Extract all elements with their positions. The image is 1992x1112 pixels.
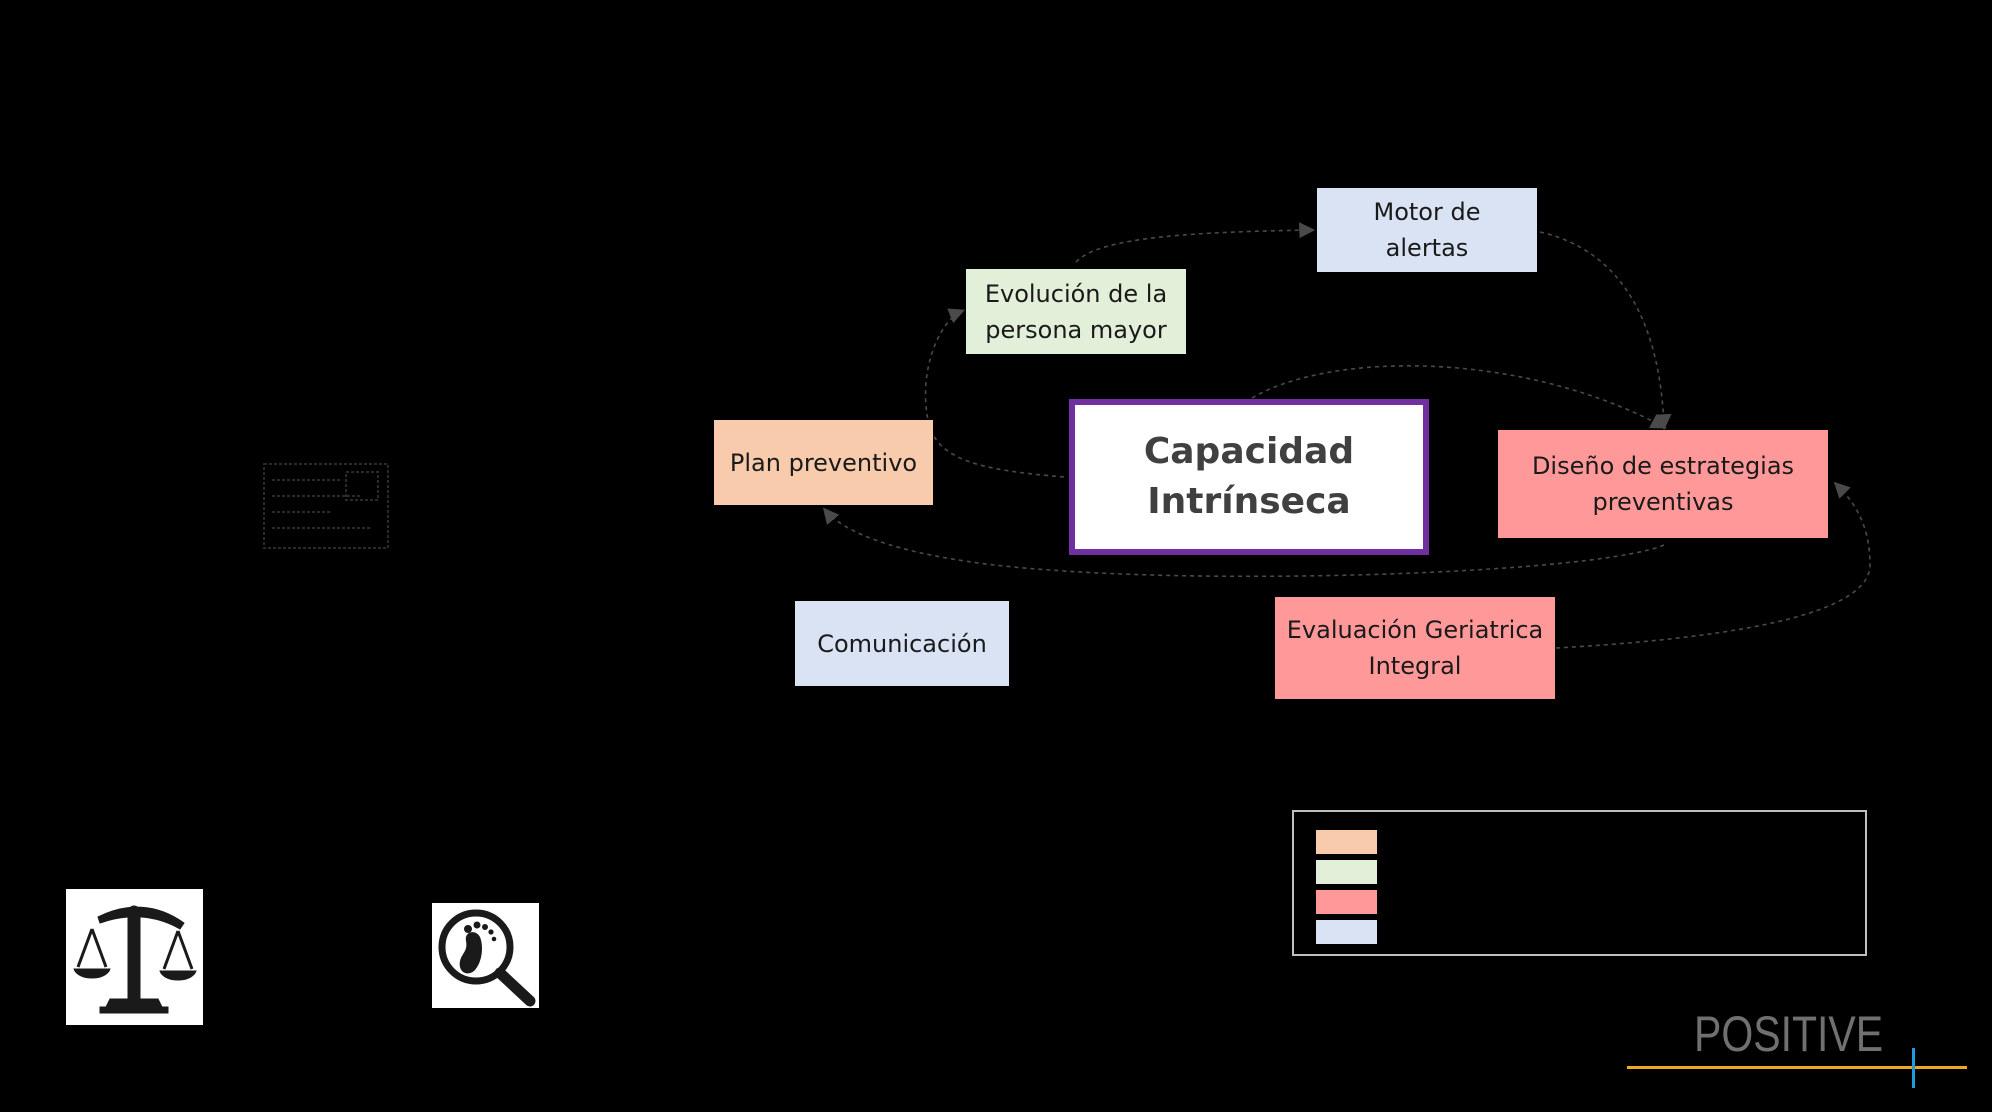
node-motor-de-alertas: Motor de alertas [1317, 188, 1537, 272]
legend [1292, 810, 1867, 956]
legend-swatch-blue [1316, 920, 1377, 944]
brand-logo: POSITIVE [1694, 1006, 1884, 1062]
arrow-evaluacion-to-diseno [1555, 481, 1871, 649]
legend-swatch-peach [1316, 830, 1377, 854]
node-evolucion-persona-mayor: Evolución de la persona mayor [966, 269, 1186, 354]
node-evaluacion-line2: Integral [1368, 652, 1462, 680]
node-motor-line1: Motor de [1373, 198, 1481, 226]
node-capacidad-intrinseca: Capacidad Intrínseca [1069, 399, 1429, 555]
arrow-evolucion-to-motor [1075, 222, 1316, 263]
legend-swatch-green [1316, 860, 1377, 884]
arrow-diseno-to-plan [822, 507, 1665, 578]
node-evolucion-line2: persona mayor [985, 315, 1167, 344]
brand-tick-mark [1912, 1048, 1915, 1088]
node-motor-line2: alertas [1385, 234, 1469, 262]
node-comunicacion-label: Comunicación [817, 629, 987, 658]
placeholder-graphic [263, 463, 389, 549]
node-diseno-estrategias-preventivas: Diseño de estrategias preventivas [1498, 430, 1828, 538]
node-comunicacion: Comunicación [795, 601, 1009, 686]
node-evolucion-line1: Evolución de la [984, 279, 1168, 308]
node-plan-preventivo-label: Plan preventivo [729, 448, 918, 477]
center-line2: Intrínseca [1147, 481, 1351, 522]
balance-scale-icon [66, 889, 203, 1025]
footprint-search-icon [432, 903, 539, 1008]
node-evaluacion-line1: Evaluación Geriatrica [1286, 616, 1544, 644]
node-plan-preventivo: Plan preventivo [714, 420, 933, 505]
node-diseno-line2: preventivas [1592, 488, 1734, 516]
arrow-center-to-diseno [1251, 365, 1667, 429]
brand-underline [1627, 1066, 1967, 1069]
arrow-motor-to-diseno [1539, 231, 1672, 431]
legend-swatch-red [1316, 890, 1377, 914]
node-diseno-line1: Diseño de estrategias [1531, 452, 1795, 480]
arrow-center-to-evolucion [924, 308, 1065, 478]
center-line1: Capacidad [1143, 431, 1355, 472]
node-evaluacion-geriatrica-integral: Evaluación Geriatrica Integral [1275, 597, 1555, 699]
